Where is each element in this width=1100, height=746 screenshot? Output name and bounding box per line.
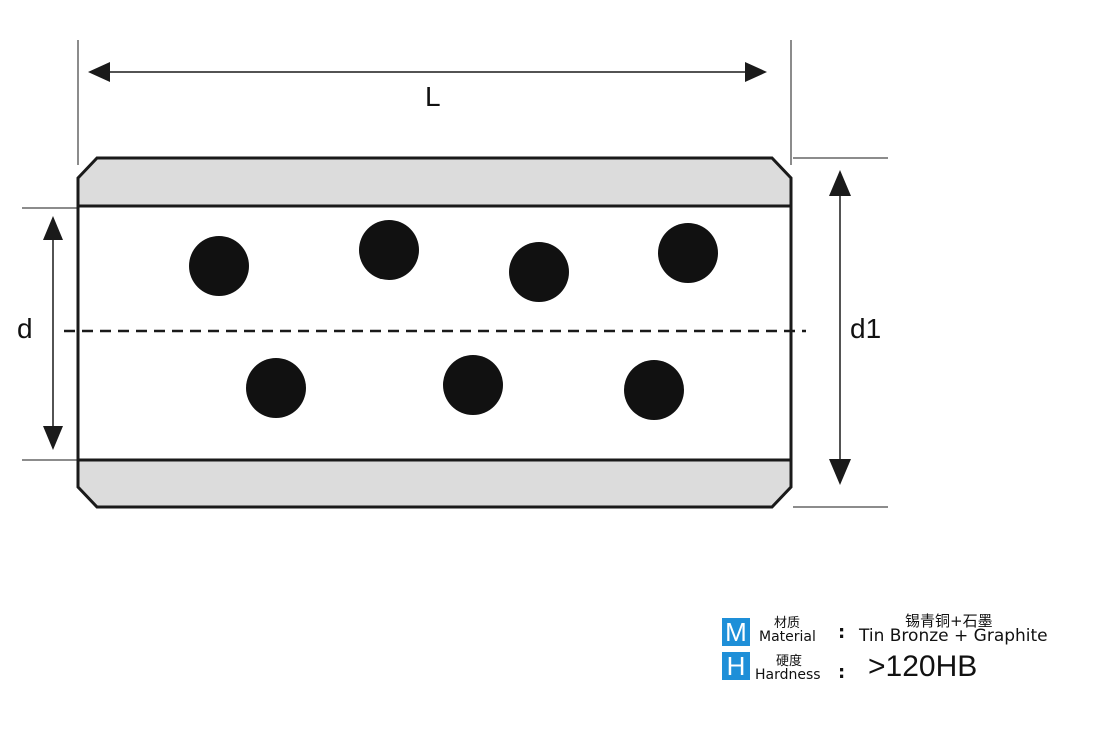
bushing-bottom-shell (76, 458, 793, 509)
hardness-value: >120HB (868, 650, 978, 683)
graphite-plug (246, 358, 306, 418)
length-arrow-right (745, 62, 767, 82)
material-value-cn: 锡青铜+石墨 (905, 612, 993, 630)
outer-diameter-label: d1 (850, 313, 881, 344)
bushing-top-shell (76, 156, 793, 208)
graphite-plug (509, 242, 569, 302)
material-colon: : (838, 622, 846, 643)
graphite-plug (189, 236, 249, 296)
outer-diameter-arrow-top (829, 170, 851, 196)
inner-diameter-arrow-bottom (43, 426, 63, 450)
hardness-colon: : (838, 662, 846, 683)
spec-panel: M 材质 Material : 锡青铜+石墨 Tin Bronze + Grap… (722, 612, 1082, 692)
length-label: L (425, 81, 441, 112)
graphite-plug (443, 355, 503, 415)
hardness-label-cn: 硬度 (776, 654, 803, 669)
graphite-plug (658, 223, 718, 283)
graphite-plug (624, 360, 684, 420)
inner-diameter-label: d (17, 313, 33, 344)
material-value-en: Tin Bronze + Graphite (859, 626, 1048, 646)
hardness-label-en: Hardness (755, 667, 821, 683)
material-badge: M (722, 618, 750, 646)
material-label-en: Material (759, 629, 816, 645)
length-arrow-left (88, 62, 110, 82)
inner-diameter-arrow-top (43, 216, 63, 240)
graphite-plug (359, 220, 419, 280)
outer-diameter-arrow-bottom (829, 459, 851, 485)
hardness-badge: H (722, 652, 750, 680)
material-label-cn: 材质 (774, 616, 801, 631)
